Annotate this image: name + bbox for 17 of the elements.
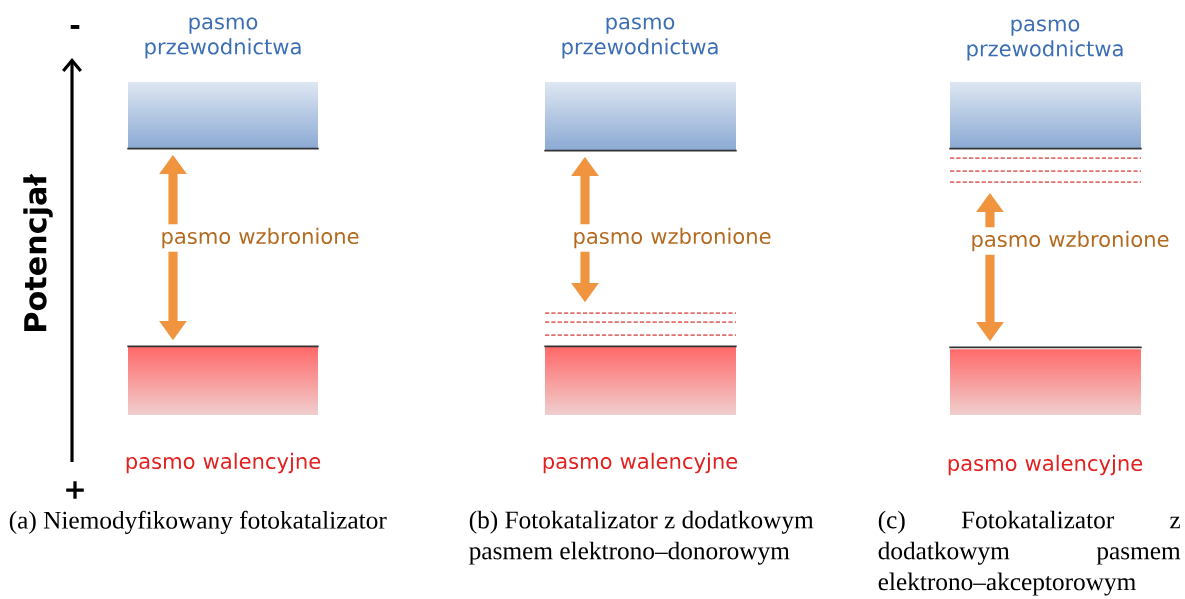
caption: (a) Niemodyfikowany fotokatalizator (9, 510, 387, 534)
axis-sign: + (66, 481, 84, 499)
caption: (b) Fotokatalizator z dodatkowym pasmem elektrono–donorowym (469, 510, 814, 565)
axis-sign: - (70, 24, 80, 29)
energy-level-lines (544, 312, 737, 336)
valence-band-box: pasmo walencyjne (948, 346, 1143, 476)
edge-label: pasmo wzbronione (568, 224, 776, 252)
conduction-band-box: pasmo przewodnictwa (948, 19, 1143, 150)
edge-label: pasmo wzbronione (156, 224, 364, 252)
axis-label: Potencjał (23, 173, 53, 331)
conduction-band-box: pasmo przewodnictwa (543, 17, 738, 152)
valence-band-box: pasmo walencyjne (543, 345, 738, 474)
caption: (c) Fotokatalizator z dodatkowym pasmem elektrono–akceptorowym (878, 510, 1181, 596)
valence-band-box: pasmo walencyjne (126, 345, 321, 474)
energy-level-lines (949, 157, 1142, 183)
edge-label: pasmo wzbronione (966, 227, 1174, 255)
conduction-band-box: pasmo przewodnictwa (126, 17, 320, 150)
